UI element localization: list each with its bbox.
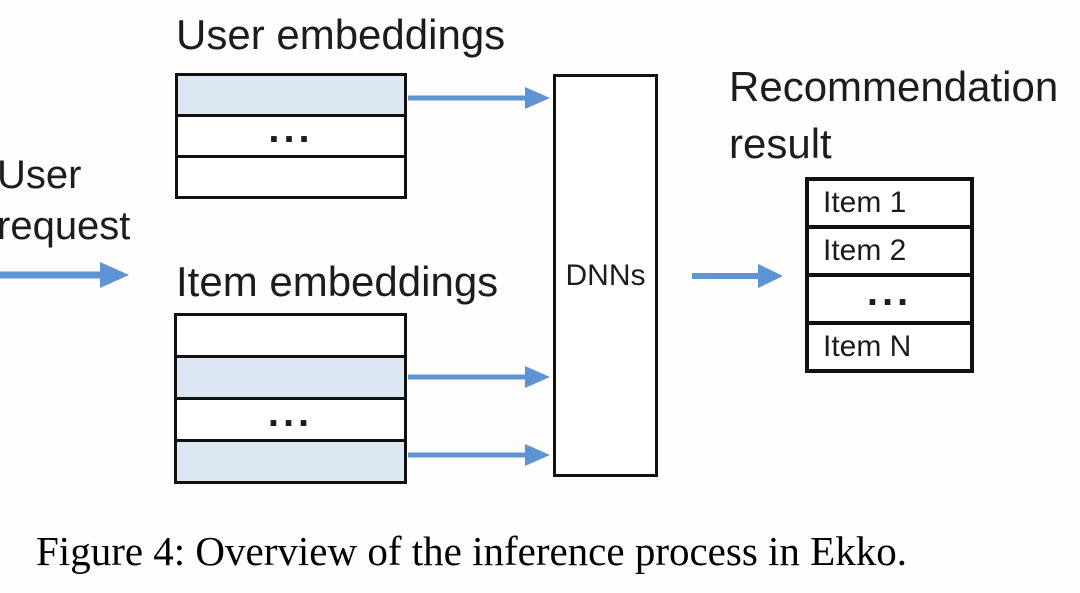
table-row: ... (809, 277, 970, 325)
table-row (177, 316, 404, 358)
table-row: ... (177, 400, 404, 442)
table-row: ... (178, 117, 404, 158)
item-cell: Item 1 (823, 186, 907, 219)
table-row (178, 158, 404, 196)
recommendation-result-line2: result (729, 120, 832, 167)
table-row: Item N (809, 325, 970, 369)
arrow-right-dnns-to-result-icon (692, 264, 783, 288)
item-cell: Item 2 (823, 234, 907, 267)
user-request-line2: request (0, 204, 131, 248)
dnns-box: DNNs (553, 74, 658, 477)
figure-caption: Figure 4: Overview of the inference proc… (36, 528, 907, 574)
item-embeddings-table: ... (174, 313, 407, 484)
user-request-label: User request (0, 150, 130, 252)
recommendation-result-label: Recommendation result (729, 58, 1058, 172)
item-cell: Item N (823, 330, 912, 363)
table-row (177, 358, 404, 400)
recommendation-result-table: Item 1 Item 2 ... Item N (805, 177, 974, 373)
table-row (178, 76, 404, 117)
user-embeddings-table: ... (175, 73, 407, 199)
recommendation-result-line1: Recommendation (729, 63, 1059, 110)
user-embeddings-label: User embeddings (176, 11, 506, 58)
arrow-right-item-embeddings-top-to-dnns-icon (408, 366, 550, 388)
arrow-right-user-embeddings-to-dnns-icon (408, 87, 550, 109)
item-embeddings-label: Item embeddings (176, 258, 499, 305)
user-request-line1: User (0, 153, 82, 197)
table-row: Item 1 (809, 181, 970, 229)
arrow-right-item-embeddings-bottom-to-dnns-icon (408, 444, 550, 466)
dnns-label: DNNs (565, 258, 646, 292)
table-row (177, 442, 404, 481)
table-row: Item 2 (809, 229, 970, 277)
arrow-right-user-request-icon (0, 262, 129, 288)
